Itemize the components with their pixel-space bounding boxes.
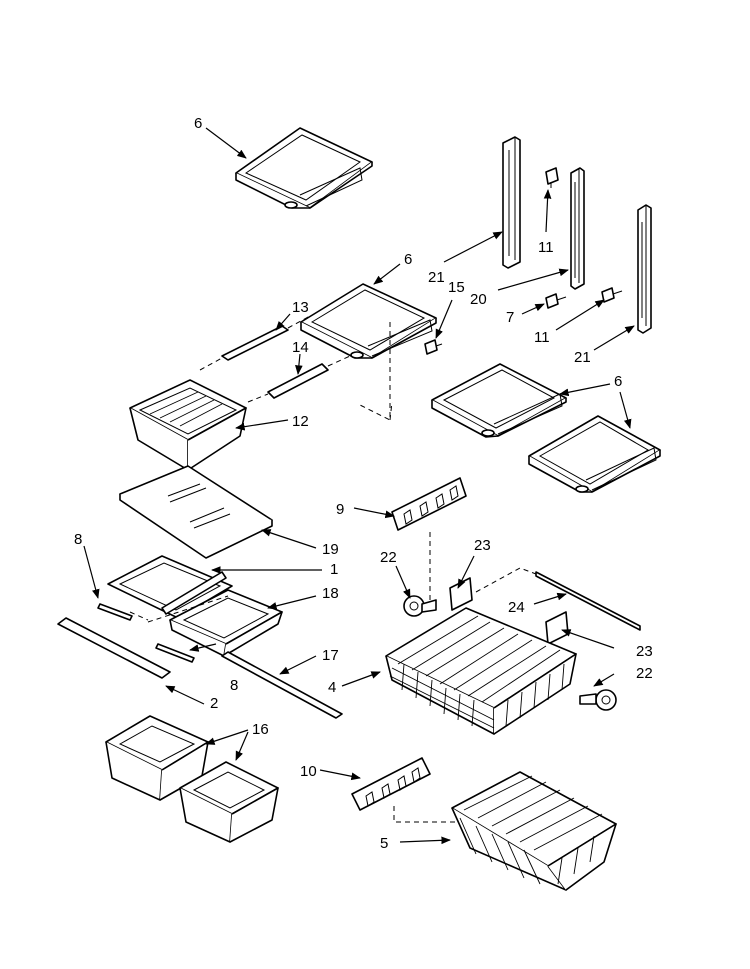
label-16: 16 (252, 721, 269, 738)
bracket-10 (351, 757, 431, 811)
label-21-right: 21 (574, 349, 591, 366)
screw-7 (545, 293, 567, 309)
gear-22-lower (579, 689, 617, 711)
screw-11-lower (601, 287, 623, 303)
label-12: 12 (292, 413, 309, 430)
leader-lines (83, 127, 635, 845)
label-6-top: 6 (194, 115, 202, 132)
label-23-upper: 23 (474, 537, 491, 554)
drawer-12 (129, 379, 247, 471)
screw-15 (424, 339, 443, 355)
slide-13 (221, 325, 289, 361)
shelf-support-line (359, 322, 393, 421)
glass-shelf-19 (119, 465, 273, 559)
shelf-right-lower (528, 415, 661, 493)
label-8-right: 8 (230, 677, 238, 694)
label-17: 17 (322, 647, 339, 664)
label-8-left: 8 (74, 531, 82, 548)
shelf-right-upper (431, 363, 567, 438)
label-19: 19 (322, 541, 339, 558)
label-6-middle: 6 (404, 251, 412, 268)
label-5: 5 (380, 835, 388, 852)
label-22-lower: 22 (636, 665, 653, 682)
drawer-18 (169, 589, 283, 657)
label-11-top: 11 (538, 239, 554, 256)
callout-labels: 6 6 6 6 13 14 15 12 11 11 21 21 20 7 9 1… (74, 115, 653, 852)
label-9: 9 (336, 501, 344, 518)
rail-left (502, 136, 521, 269)
basket-4 (385, 607, 577, 735)
shelf-top (235, 127, 373, 209)
label-11-bottom: 11 (534, 329, 550, 346)
label-2: 2 (210, 695, 218, 712)
label-13: 13 (292, 299, 309, 316)
label-22-upper: 22 (380, 549, 397, 566)
label-4: 4 (328, 679, 336, 696)
slide-8-left (97, 603, 133, 621)
slide-14 (267, 363, 329, 399)
frame-1 (107, 555, 233, 619)
label-21-left: 21 (428, 269, 445, 286)
gear-22-upper (403, 595, 437, 617)
label-20: 20 (470, 291, 487, 308)
label-6-right-upper: 6 (614, 373, 622, 390)
bracket-9 (391, 477, 467, 531)
label-23-lower: 23 (636, 643, 653, 660)
pan-16-left (105, 715, 209, 801)
track-17 (221, 651, 343, 719)
slide-8-right (155, 643, 195, 663)
rail-right (637, 204, 652, 334)
support-23-lower (545, 611, 569, 645)
basket-5 (451, 771, 617, 891)
shelf-middle (300, 283, 437, 359)
label-1: 1 (330, 561, 338, 578)
label-7: 7 (506, 309, 514, 326)
label-10: 10 (300, 763, 317, 780)
label-18: 18 (322, 585, 339, 602)
label-15: 15 (448, 279, 465, 296)
rail-center (570, 167, 585, 290)
label-24: 24 (508, 599, 525, 616)
pan-16-right (179, 761, 279, 843)
screw-top (545, 167, 559, 188)
rod-24 (535, 571, 641, 631)
cover-2 (57, 617, 171, 679)
label-14: 14 (292, 339, 309, 356)
